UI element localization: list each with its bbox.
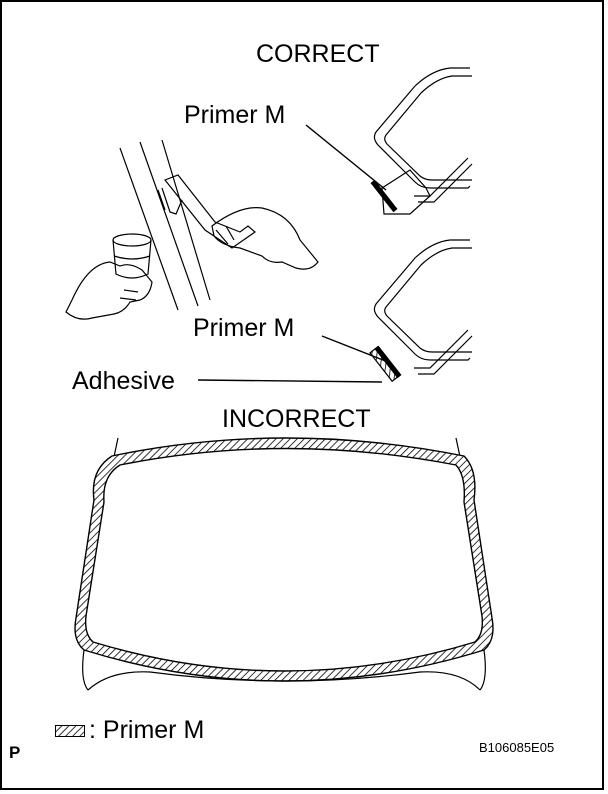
correct-label: CORRECT — [256, 40, 380, 68]
incorrect-cross-section — [369, 239, 473, 383]
legend: : Primer M — [55, 718, 204, 743]
hatched-swatch-icon — [55, 724, 85, 737]
adhesive-label: Adhesive — [72, 367, 175, 395]
page-mark: P — [9, 743, 21, 762]
windshield-illustration — [74, 437, 494, 691]
primer-label-top: Primer M — [184, 101, 286, 129]
leader-adhesive — [197, 379, 383, 383]
primer-label-mid: Primer M — [193, 314, 295, 342]
leader-primer-top — [305, 124, 387, 191]
primer-cup-hand-illustration — [65, 233, 153, 320]
figure-code: B106085E05 — [479, 740, 555, 755]
leader-primer-mid — [321, 335, 389, 363]
correct-cross-section — [370, 67, 473, 215]
brush-hand-illustration — [119, 139, 319, 311]
legend-label: : Primer M — [89, 716, 205, 744]
incorrect-label: INCORRECT — [222, 405, 371, 433]
